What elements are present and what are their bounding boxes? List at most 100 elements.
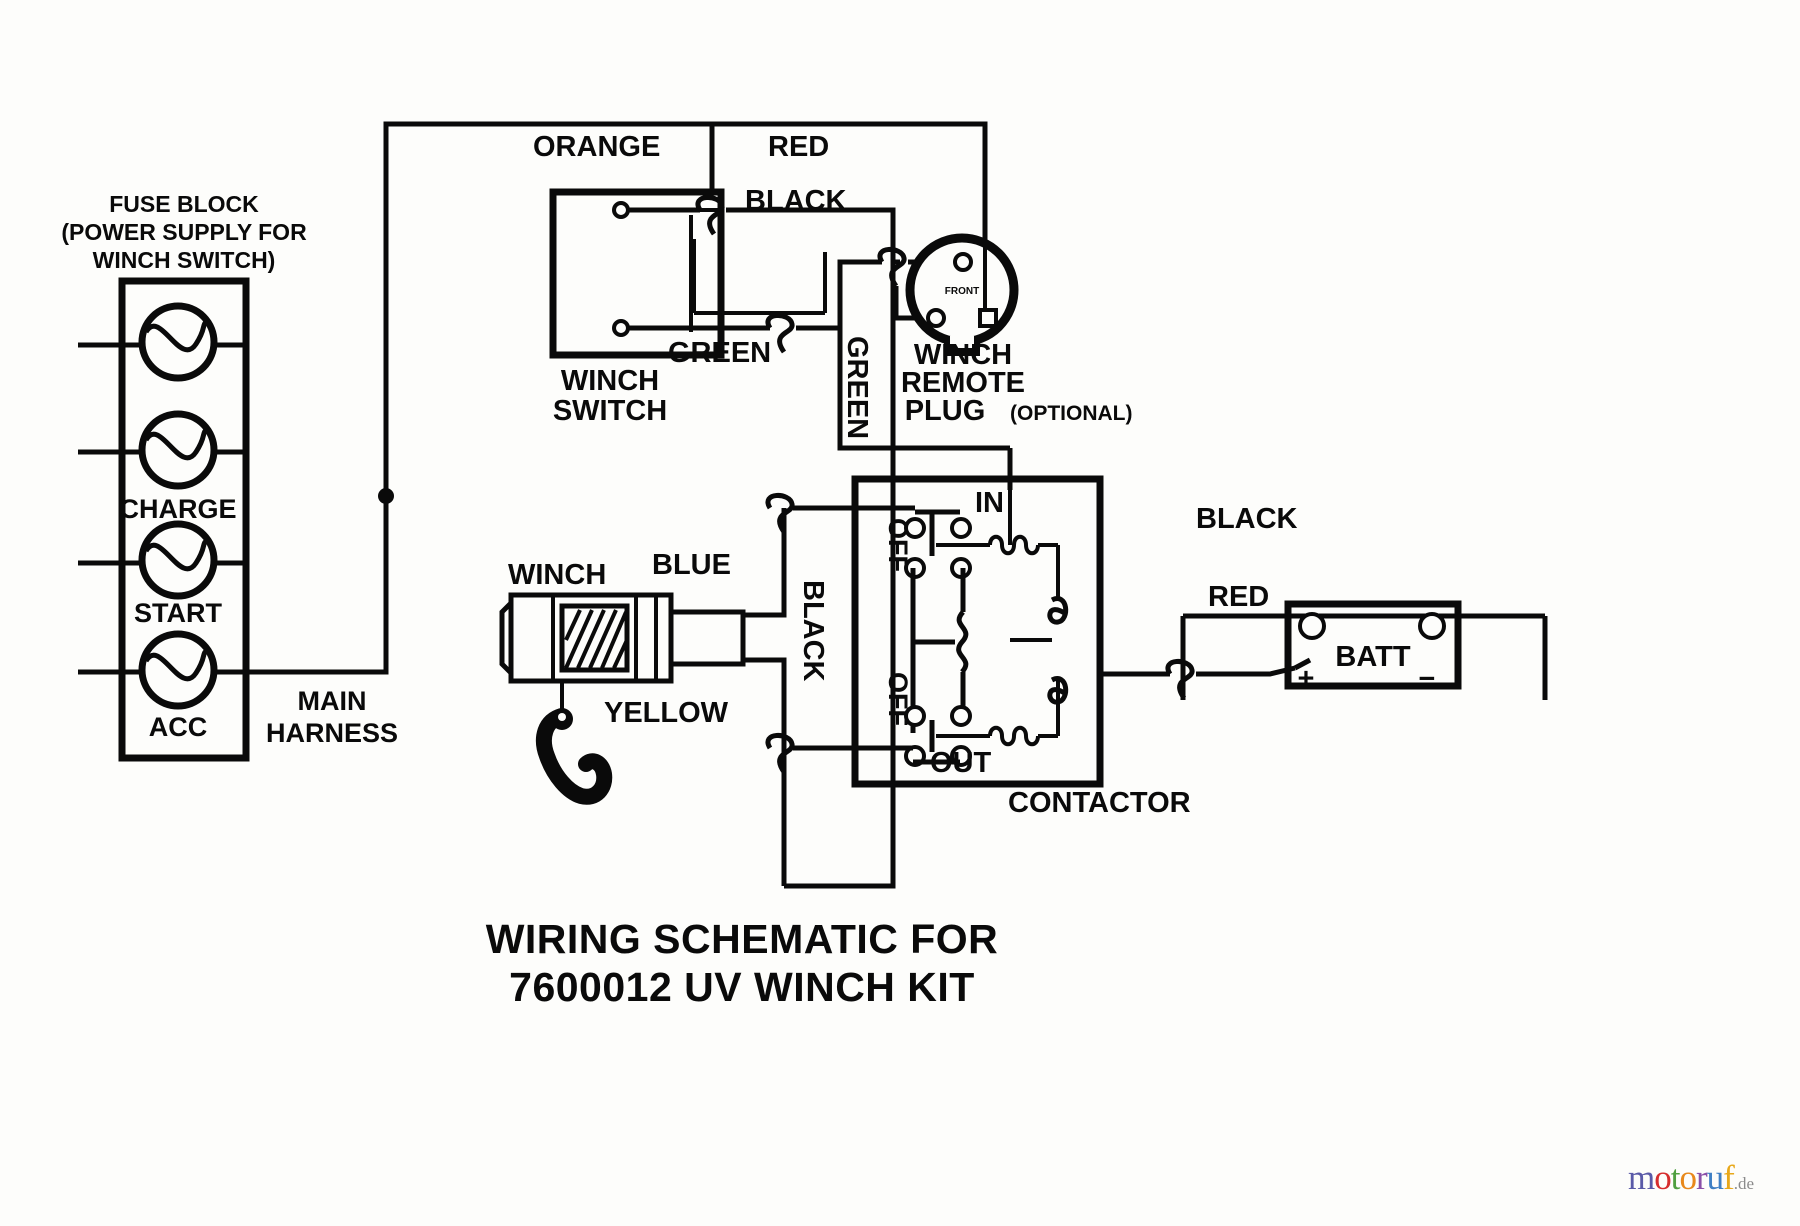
fuse-squiggle-3 — [143, 538, 211, 572]
contact-in-left-a — [904, 517, 926, 539]
logo-letter: f — [1723, 1158, 1735, 1197]
plug-pin-left — [926, 308, 946, 328]
winch-hook — [536, 708, 613, 805]
winch-motor-group — [499, 592, 746, 805]
winch-remote-plug-group: FRONT — [877, 124, 1019, 356]
wire-hop-black-orange — [695, 195, 725, 236]
wire-hop-bus-top — [765, 493, 795, 534]
switch-terminal-top — [612, 201, 630, 219]
wire-hop-bus-bottom — [765, 733, 795, 774]
contactor-group — [851, 448, 1104, 788]
logo-letter: t — [1670, 1158, 1681, 1197]
labels-layer: FUSE BLOCK (POWER SUPPLY FOR WINCH SWITC… — [61, 131, 1435, 1010]
contact-out-right-a — [950, 705, 972, 727]
label-orange: ORANGE — [533, 131, 660, 163]
plug-pin-top — [953, 252, 973, 272]
remote-plug-optional: (OPTIONAL) — [1010, 402, 1132, 425]
fuse-block-group — [78, 277, 250, 762]
red-batt-right — [1196, 665, 1296, 677]
contactor-in-label: IN — [975, 487, 1004, 519]
black-to-contactor — [726, 207, 896, 508]
contactor-out-label: OUT — [930, 747, 992, 779]
label-red-top: RED — [768, 131, 829, 163]
winch-drum — [559, 603, 630, 673]
winch-switch-label-1: WINCH — [561, 365, 659, 397]
fuse-symbol-3 — [138, 520, 218, 600]
green-down-to-contactor — [837, 328, 1010, 451]
battery-minus: − — [1419, 663, 1436, 695]
logo-letter: u — [1706, 1158, 1724, 1197]
logo-letter: o — [1654, 1158, 1671, 1197]
remote-plug-label-2: REMOTE — [901, 367, 1025, 399]
battery-negative-terminal — [1418, 612, 1446, 640]
label-black-top: BLACK — [745, 185, 847, 217]
switch-terminal-bottom — [612, 319, 630, 337]
harness-junction-dot — [378, 488, 394, 504]
contactor-off-bottom-label: OFF — [883, 672, 913, 726]
winch-label: WINCH — [508, 559, 606, 591]
label-yellow: YELLOW — [604, 697, 729, 729]
black-bus-down — [784, 508, 896, 889]
label-black-batt: BLACK — [1196, 503, 1298, 535]
label-green-switch: GREEN — [668, 337, 771, 369]
plug-front-mark: FRONT — [945, 286, 979, 297]
winch-endcap — [499, 601, 513, 675]
fuse-block-caption-1: FUSE BLOCK — [109, 191, 259, 217]
green-up-to-plug — [837, 259, 882, 328]
contact-in-right-a — [950, 517, 972, 539]
winch-shaft — [668, 609, 746, 667]
plug-pin-right — [978, 308, 998, 328]
label-black-vertical: BLACK — [797, 580, 829, 682]
logo-letters: motoruf — [1628, 1158, 1735, 1197]
fuse-label-acc: ACC — [149, 712, 208, 742]
title-line-1: WIRING SCHEMATIC FOR — [486, 916, 999, 962]
logo-letter: r — [1695, 1158, 1708, 1197]
winch-drum-hatching — [564, 609, 629, 669]
fuse-squiggle-4 — [143, 648, 211, 682]
remote-plug-label-1: WINCH — [914, 339, 1012, 371]
harness-path — [246, 121, 712, 675]
winch-switch-group — [549, 188, 827, 359]
motor-leads — [743, 508, 787, 748]
plug-notch-mask — [950, 336, 974, 344]
main-harness-wire — [246, 121, 712, 675]
logo-suffix: .de — [1733, 1174, 1755, 1193]
fuse-label-start: START — [134, 598, 222, 628]
battery-label: BATT — [1335, 641, 1410, 673]
winch-switch-label-2: SWITCH — [553, 395, 667, 427]
wire-hop-red-black — [1165, 659, 1195, 700]
yellow-lead — [743, 657, 787, 748]
winch-switch-body — [549, 188, 725, 359]
blue-lead — [743, 508, 787, 618]
contactor-off-top-label: OFF — [883, 518, 913, 572]
label-red-batt: RED — [1208, 581, 1269, 613]
black-vertical-bus — [765, 493, 915, 889]
contactor-bus-hop-a — [1047, 596, 1069, 625]
contactor-center-linkage — [956, 610, 969, 674]
fuse-block-body — [118, 277, 250, 762]
fuse-label-charge: CHARGE — [119, 494, 236, 524]
wire-hop-green — [765, 313, 795, 354]
wire-hop-plug — [877, 247, 907, 288]
battery-body — [1284, 600, 1462, 690]
battery-circuit — [1097, 508, 1548, 700]
main-harness-label-2: HARNESS — [266, 718, 398, 748]
fuse-block-caption-3: WINCH SWITCH) — [93, 247, 276, 273]
contactor-label: CONTACTOR — [1008, 787, 1191, 819]
battery-positive-terminal — [1298, 612, 1326, 640]
black-wire-top — [628, 195, 896, 508]
coil-top-windings — [988, 534, 1040, 556]
fuse-block-caption-2: (POWER SUPPLY FOR — [61, 219, 307, 245]
motoruf-watermark: motoruf.de — [1628, 1158, 1754, 1198]
coil-top — [936, 534, 1060, 600]
green-wire-group — [628, 259, 1010, 451]
winch-hook-eye-hole — [558, 713, 566, 721]
logo-letter: m — [1628, 1158, 1655, 1197]
contact-out-left-a — [904, 705, 926, 727]
fuse-squiggle-2 — [143, 427, 211, 461]
remote-plug-label-3: PLUG — [905, 395, 986, 427]
fuse-symbol-4 — [138, 630, 218, 710]
label-green-vertical: GREEN — [841, 336, 873, 439]
